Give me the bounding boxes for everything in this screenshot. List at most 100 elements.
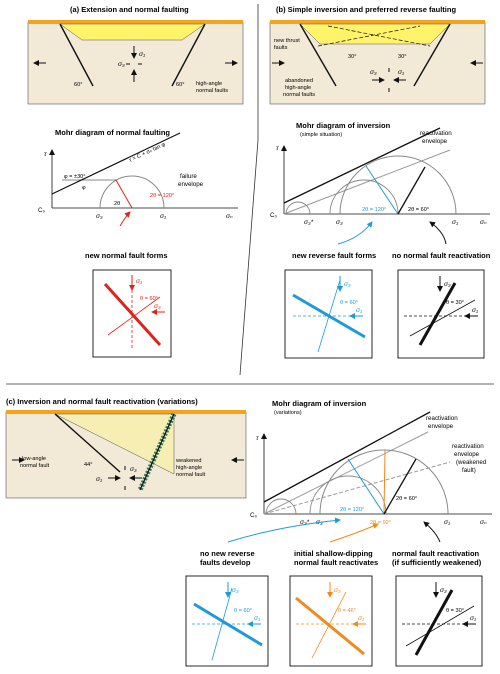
panel-c-block: low-angle normal fault 44° weakened high… xyxy=(5,410,247,499)
mohr-b-c0: C₀ xyxy=(270,212,277,219)
mohr-diagram-a: Mohr diagram of normal faulting τ C₀ φ =… xyxy=(38,128,238,227)
box-c1-sigma3: σ₃ xyxy=(232,587,239,594)
panel-a-high-angle-1: high-angle xyxy=(196,81,222,87)
mohr-c-weak-1: reactivation xyxy=(452,443,484,450)
mohr-c-weak-4: fault) xyxy=(462,467,476,474)
mohr-b-sigman: σₙ xyxy=(480,219,487,226)
mohr-c-reactivation-envelope xyxy=(263,431,429,515)
box-b2-theta: θ = 30° xyxy=(446,300,464,306)
label-c2-line1: initial shallow-dipping xyxy=(294,549,373,558)
mohr-c-tau: τ xyxy=(256,435,259,442)
box-c1-theta: θ = 60° xyxy=(234,608,252,614)
normal-fault-line xyxy=(103,282,162,347)
box-b1-sigma1: σ₁ xyxy=(356,307,362,314)
label-no-reactivation: no normal fault reactivation xyxy=(392,251,491,260)
box-c2-sigma1: σ₁ xyxy=(358,615,364,622)
panel-c-title: (c) Inversion and normal fault reactivat… xyxy=(6,397,198,406)
mohr-c-c0: C₀ xyxy=(250,512,257,519)
mohr-c-reactivation-2: envelope xyxy=(428,423,454,430)
mohr-a-tau: τ xyxy=(44,151,47,158)
failure-envelope-line xyxy=(51,132,181,195)
box-new-normal-fault: σ₁ σ₃ θ = 60° xyxy=(92,269,172,358)
panel-b-angle-right: 30° xyxy=(398,54,406,60)
mohr-b-subtitle: (simple situation) xyxy=(300,132,342,138)
box-b1-theta: θ = 60° xyxy=(340,300,358,306)
box-a-theta: θ = 60° xyxy=(140,296,158,302)
mohr-c-sigma3-star: σ₃* xyxy=(300,519,310,526)
mohr-c-title: Mohr diagram of inversion xyxy=(272,399,367,408)
label-c2-line2: normal fault reactivates xyxy=(294,558,378,567)
panel-b-sigma1: σ₁ xyxy=(398,69,404,76)
diagonal-divider xyxy=(239,139,259,376)
box-c2-theta: θ = 46° xyxy=(338,608,356,614)
mohr-c-orange-2theta: 2θ = 92° xyxy=(370,520,391,526)
mohr-a-c0: C₀ xyxy=(38,207,45,214)
mohr-c-black-2theta: 2θ = 60° xyxy=(396,496,417,502)
mohr-c-blue-2theta: 2θ = 120° xyxy=(340,507,364,513)
panel-b-new-thrust-1: new thrust xyxy=(274,38,300,44)
mohr-a-failure-2: envelope xyxy=(178,181,204,188)
mohr-diagram-c: Mohr diagram of inversion (variations) r… xyxy=(227,399,492,543)
mohr-b-reactivation-2: envelope xyxy=(422,138,448,145)
panel-c-low-angle-2: normal fault xyxy=(20,463,50,469)
mohr-a-failure-1: failure xyxy=(180,173,197,180)
panel-b-title: (b) Simple inversion and preferred rever… xyxy=(276,5,456,14)
panel-b-sigma3: σ₃ xyxy=(370,69,377,76)
box-no-reactivation: σ₃ σ₁ θ = 30° xyxy=(397,269,485,359)
label-c3-line1: normal fault reactivation xyxy=(392,549,480,558)
mohr-diagram-b: Mohr diagram of inversion (simple situat… xyxy=(270,121,490,245)
box-a-sigma3: σ₃ xyxy=(154,303,161,310)
mohr-c-sigma1: σ₁ xyxy=(444,519,450,526)
mohr-c-subtitle: (variations) xyxy=(274,410,302,416)
panel-c-sigma1: σ₁ xyxy=(96,476,102,483)
panel-a-angle-right: 60° xyxy=(176,82,184,88)
box-b2-sigma3: σ₃ xyxy=(444,281,451,288)
panel-a-sigma3: σ₃ xyxy=(118,61,125,68)
mohr-b-title: Mohr diagram of inversion xyxy=(296,121,391,130)
box-c1-no-new-reverse: σ₃ σ₁ θ = 60° xyxy=(185,575,269,667)
box-c2-shallow-reactivates: σ₃ σ₁ θ = 46° xyxy=(289,575,373,667)
mohr-b-tau: τ xyxy=(276,145,279,152)
mohr-b-sigma3-star: σ₃* xyxy=(304,219,314,226)
box-new-reverse-fault: σ₃ σ₁ θ = 60° xyxy=(284,269,373,359)
panel-a: (a) Extension and normal faulting 60° 60… xyxy=(27,5,244,358)
panel-c-weakened-1: weakened xyxy=(175,458,202,464)
panel-b-abandoned-2: high-angle xyxy=(285,85,311,91)
panel-c-low-angle-1: low-angle xyxy=(22,456,46,462)
box-c1-sigma1: σ₁ xyxy=(254,615,260,622)
mohr-a-title: Mohr diagram of normal faulting xyxy=(55,128,170,137)
mohr-b-black-2theta: 2θ = 60° xyxy=(408,207,429,213)
panel-b-angle-left: 30° xyxy=(348,54,356,60)
panel-a-angle-left: 60° xyxy=(74,82,82,88)
mohr-c-sigman: σₙ xyxy=(480,519,487,526)
box-b2-sigma1: σ₁ xyxy=(472,307,478,314)
box-c2-sigma3: σ₃ xyxy=(334,587,341,594)
mohr-a-sigman: σₙ xyxy=(226,213,233,220)
panel-a-block: 60° 60° high-angle normal faults σ₁ σ₃ xyxy=(27,20,244,105)
panel-b-block: new thrust faults abandoned high-angle n… xyxy=(269,20,486,105)
mohr-a-equation: τ = C + σₙ tan φ xyxy=(128,142,166,164)
mohr-b-reactivation-envelope xyxy=(283,149,451,215)
box-c3-sigma3: σ₃ xyxy=(440,587,447,594)
mohr-c-weak-2: envelope xyxy=(454,451,480,458)
box-c3-sigma1: σ₁ xyxy=(470,615,476,622)
box-c3-normal-reactivation: σ₃ σ₁ θ = 30° xyxy=(395,575,483,667)
mohr-b-blue-2theta: 2θ = 120° xyxy=(362,207,386,213)
label-new-reverse-fault: new reverse fault forms xyxy=(292,251,376,260)
box-b1-sigma3: σ₃ xyxy=(344,281,351,288)
panel-b-abandoned-3: normal faults xyxy=(283,92,315,98)
panel-c-sigma3: σ₃ xyxy=(130,466,137,473)
panel-c-weakened-3: normal fault xyxy=(176,472,206,478)
box-a-sigma1: σ₁ xyxy=(136,278,142,285)
mohr-b-failure-envelope xyxy=(283,127,441,204)
panel-c-angle: 44° xyxy=(84,462,92,468)
mohr-b-sigma1: σ₁ xyxy=(452,219,458,226)
mohr-c-weak-3: (weakened xyxy=(456,459,487,466)
box-c3-theta: θ = 30° xyxy=(446,608,464,614)
mohr-a-sigma3: σ₃ xyxy=(96,213,103,220)
label-c3-line2: (if sufficiently weakened) xyxy=(392,558,482,567)
panel-c: (c) Inversion and normal fault reactivat… xyxy=(5,397,492,667)
panel-b-abandoned-1: abandoned xyxy=(285,78,313,84)
label-c1-line2: faults develop xyxy=(200,558,251,567)
